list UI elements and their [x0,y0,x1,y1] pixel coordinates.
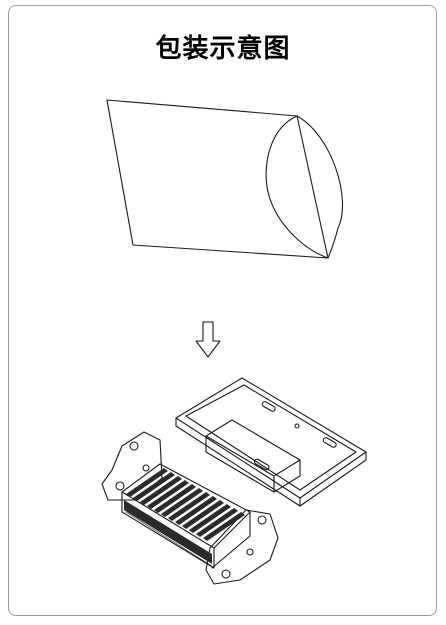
heatsink-fins [124,468,245,564]
diagram-frame [8,5,437,616]
floodlight-fixture-illustration [101,377,367,585]
diagram-title: 包装示意图 [155,34,291,64]
down-arrow-icon [195,321,221,358]
packaging-bag-illustration [106,99,343,259]
